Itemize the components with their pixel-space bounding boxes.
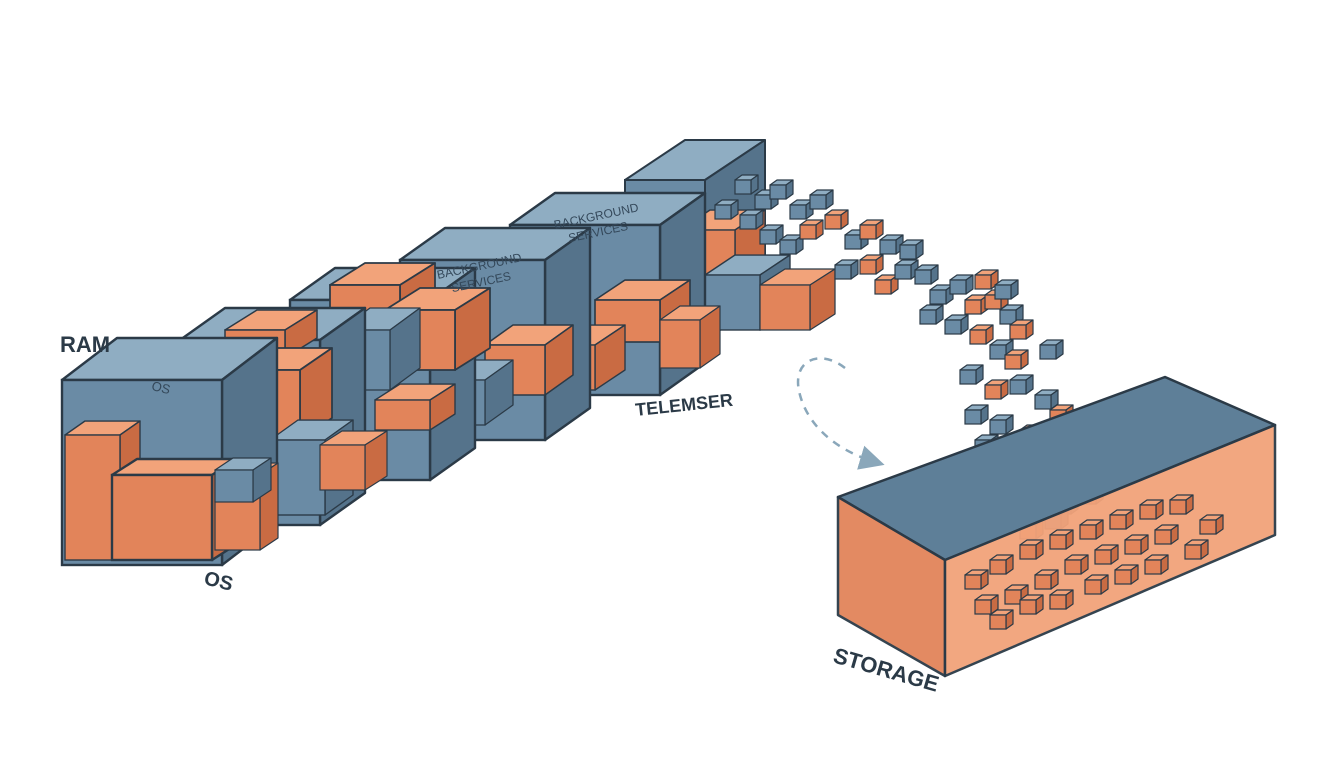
stored-cube-19	[1019, 594, 1044, 615]
falling-cube-34	[1039, 339, 1064, 360]
stored-cube-17	[1184, 539, 1209, 560]
ram-block-5-cube-c	[659, 305, 721, 369]
stored-cube-14	[1094, 544, 1119, 565]
falling-cube-33	[1004, 349, 1029, 370]
falling-cube-10	[799, 219, 824, 240]
falling-cube-14	[879, 234, 904, 255]
falling-cube-36	[984, 379, 1009, 400]
falling-cube-5	[809, 189, 834, 210]
falling-cube-25	[999, 304, 1024, 325]
falling-cube-29	[919, 304, 944, 325]
ram-label: RAM	[60, 332, 110, 357]
falling-cube-26	[1009, 319, 1034, 340]
stored-cube-5	[1079, 519, 1104, 540]
storage-bin	[836, 375, 1277, 678]
falling-cube-6	[714, 199, 739, 220]
falling-cube-15	[899, 239, 924, 260]
stored-cube-20	[1049, 589, 1074, 610]
ram-blocks	[60, 139, 836, 567]
stored-cube-15	[1124, 534, 1149, 555]
falling-cube-17	[859, 254, 884, 275]
stored-cube-1	[964, 569, 989, 590]
ram-block-3-cube-d	[374, 383, 456, 431]
ram-block-1-cube-b	[110, 457, 239, 562]
os-top-face-label: OS	[150, 378, 172, 397]
stored-cube-12	[1034, 569, 1059, 590]
stored-cube-2	[989, 554, 1014, 575]
stored-cube-4	[1049, 529, 1074, 550]
falling-cube-8	[759, 224, 784, 245]
falling-cube-20	[914, 264, 939, 285]
stored-cube-7	[1139, 499, 1164, 520]
falling-cube-40	[964, 404, 989, 425]
falling-cube-18	[874, 274, 899, 295]
falling-cube-41	[989, 414, 1014, 435]
falling-cube-22	[949, 274, 974, 295]
falling-cube-35	[959, 364, 984, 385]
transfer-arrow	[796, 357, 885, 470]
stored-cube-8	[1169, 494, 1194, 515]
stored-cube-10	[974, 594, 999, 615]
ram-block-1-cube-d	[214, 457, 272, 503]
falling-cube-1	[734, 174, 759, 195]
stored-cube-16	[1154, 524, 1179, 545]
falling-cube-13	[859, 219, 884, 240]
stored-cube-23	[1144, 554, 1169, 575]
falling-cube-7	[739, 209, 764, 230]
falling-cube-30	[944, 314, 969, 335]
stored-cube-18	[989, 609, 1014, 630]
ram-block-2-cube-d	[319, 430, 388, 491]
stored-cube-3	[1019, 539, 1044, 560]
stored-cube-9	[1199, 514, 1224, 535]
falling-cube-37	[1009, 374, 1034, 395]
stored-cube-21	[1084, 574, 1109, 595]
stored-cube-6	[1109, 509, 1134, 530]
stored-cube-13	[1064, 554, 1089, 575]
ram-block-6-cube-c	[759, 268, 836, 331]
falling-cube-16	[834, 259, 859, 280]
falling-cube-11	[824, 209, 849, 230]
falling-cube-38	[1034, 389, 1059, 410]
falling-cube-3	[769, 179, 794, 200]
falling-cube-28	[994, 279, 1019, 300]
falling-cube-31	[969, 324, 994, 345]
os-label: OS	[202, 568, 235, 596]
stored-cube-22	[1114, 564, 1139, 585]
